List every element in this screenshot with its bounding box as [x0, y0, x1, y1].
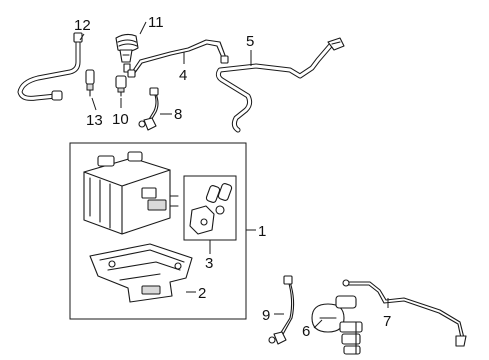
part-8-sensor: [138, 87, 159, 131]
part-5-tube: [215, 37, 345, 133]
part-11-hose-assembly: [115, 33, 139, 73]
canister-assembly-frame: [69, 142, 247, 320]
part-2-bracket: [89, 243, 193, 303]
callout-5: 5: [246, 33, 254, 50]
leader-6: [313, 319, 323, 329]
callout-11: 11: [148, 14, 164, 31]
part-3-inset: [183, 175, 237, 241]
part-7-tube: [342, 279, 467, 347]
part-12-tube: [17, 32, 83, 101]
callout-12: 12: [74, 17, 91, 34]
callout-3: 3: [205, 255, 213, 272]
leader-lines: [79, 21, 389, 329]
callout-13: 13: [86, 112, 103, 129]
leader-12: [79, 33, 85, 41]
callout-7: 7: [383, 313, 391, 330]
charcoal-canister: [83, 151, 179, 235]
callout-2: 2: [198, 285, 206, 302]
part-13-connector: [85, 69, 95, 97]
part-6-purge-valve: [311, 295, 363, 355]
callout-8: 8: [174, 106, 182, 123]
callout-6: 6: [302, 323, 310, 340]
part-4-tube: [127, 39, 229, 78]
leader-13: [91, 97, 97, 111]
part-10-valve: [115, 75, 127, 97]
callout-9: 9: [262, 307, 270, 324]
part-9-sensor: [268, 275, 295, 345]
callout-1: 1: [258, 223, 266, 240]
callout-10: 10: [112, 111, 129, 128]
leader-11: [139, 21, 147, 35]
callout-labels: 1 2 3 4 5 6 7 8 9 10 11 12 13: [74, 14, 391, 340]
callout-4: 4: [179, 67, 187, 84]
